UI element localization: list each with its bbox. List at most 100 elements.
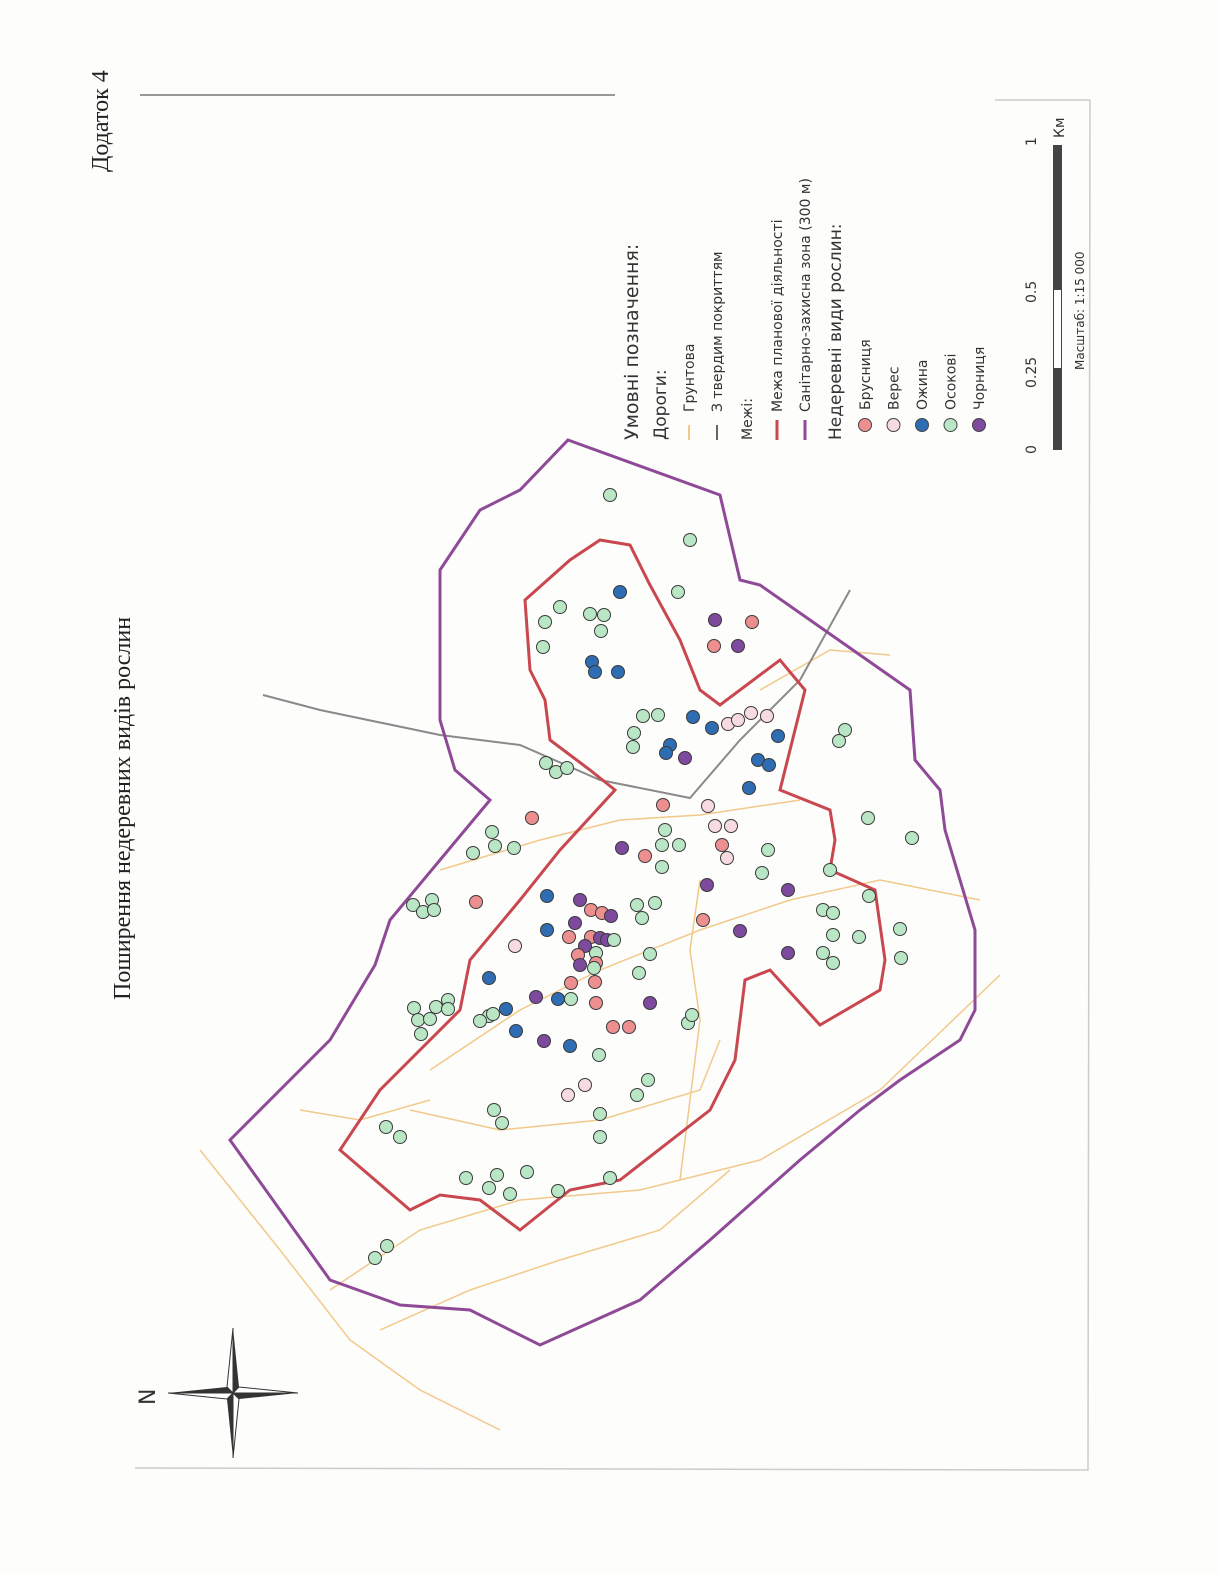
legend-species-marker	[886, 418, 901, 432]
legend-bound-activity: Межа планової діяльності	[770, 219, 786, 412]
plant-point	[733, 924, 747, 938]
plant-point	[632, 966, 646, 980]
plant-point	[588, 975, 602, 989]
map-frame	[134, 99, 1091, 1471]
plant-point	[508, 939, 522, 953]
plant-point	[564, 992, 578, 1006]
plant-point	[696, 913, 710, 927]
plant-point	[503, 1187, 517, 1201]
plant-point	[538, 615, 552, 629]
plant-point	[578, 1078, 592, 1092]
plant-point	[603, 1171, 617, 1185]
plant-point	[611, 665, 625, 679]
plant-point	[487, 1103, 501, 1117]
plant-point	[771, 729, 785, 743]
plant-point	[708, 613, 722, 627]
plant-point	[441, 1002, 455, 1016]
plant-point	[826, 956, 840, 970]
plant-point	[551, 1184, 565, 1198]
plant-point	[593, 1130, 607, 1144]
plant-point	[380, 1239, 394, 1253]
plant-point	[742, 781, 756, 795]
plant-point	[636, 709, 650, 723]
plant-point	[573, 958, 587, 972]
plant-point	[852, 930, 866, 944]
plant-point	[781, 883, 795, 897]
plant-point	[393, 1130, 407, 1144]
plant-point	[509, 1024, 523, 1038]
legend-species-label: Верес	[887, 367, 903, 410]
plant-point	[490, 1168, 504, 1182]
plant-point	[641, 1073, 655, 1087]
dirt-road	[679, 879, 701, 1181]
plant-point	[529, 990, 543, 1004]
plant-point	[731, 713, 745, 727]
plant-point	[762, 758, 776, 772]
legend-species-label: Ожина	[915, 360, 931, 410]
dirt-road	[379, 1169, 731, 1331]
plant-point	[488, 839, 502, 853]
plant-point	[715, 838, 729, 852]
plant-point	[539, 756, 553, 770]
legend-roads-heading: Дороги:	[651, 369, 671, 440]
plant-point	[482, 1181, 496, 1195]
plant-point	[744, 706, 758, 720]
plant-point	[540, 923, 554, 937]
scale-tick-025: 0.25	[1024, 357, 1040, 388]
plant-point	[816, 946, 830, 960]
plant-point	[761, 843, 775, 857]
plant-point	[708, 819, 722, 833]
dirt-roads	[199, 649, 1001, 1431]
plant-point	[568, 916, 582, 930]
plant-point	[678, 751, 692, 765]
plant-point	[594, 624, 608, 638]
north-arrow-icon	[167, 1327, 299, 1459]
plant-point	[459, 1171, 473, 1185]
plant-point	[561, 1088, 575, 1102]
plant-point	[648, 896, 662, 910]
plant-point	[745, 615, 759, 629]
plant-point	[731, 639, 745, 653]
plant-point	[573, 893, 587, 907]
plant-point	[583, 607, 597, 621]
map-title: Поширення недеревних видів рослин	[110, 617, 136, 1000]
plant-point	[482, 971, 496, 985]
legend-species-heading: Недеревні види рослин:	[826, 223, 846, 440]
legend-road-dirt: Грунтова	[682, 344, 698, 412]
plant-point	[407, 1001, 421, 1015]
plant-point	[630, 898, 644, 912]
plant-point	[588, 665, 602, 679]
plant-point	[615, 841, 629, 855]
plant-point	[630, 1088, 644, 1102]
plant-point	[638, 849, 652, 863]
plant-point	[466, 846, 480, 860]
legend-species-label: Брусниця	[858, 339, 874, 410]
plant-point	[622, 1020, 636, 1034]
dirt-road	[329, 974, 1001, 1291]
plant-point	[720, 851, 734, 865]
plant-point	[607, 933, 621, 947]
plant-point	[826, 906, 840, 920]
plant-point	[495, 1116, 509, 1130]
plant-point	[655, 838, 669, 852]
sanitary-zone-boundary	[228, 438, 977, 1347]
plant-point	[861, 811, 875, 825]
plant-point	[560, 761, 574, 775]
plant-point	[832, 734, 846, 748]
scale-ratio: Масштаб: 1:15 000	[1073, 251, 1087, 370]
plant-point	[724, 819, 738, 833]
plant-point	[563, 1039, 577, 1053]
scale-tick-1: 1	[1024, 137, 1040, 146]
plant-point	[486, 1007, 500, 1021]
plant-point	[368, 1251, 382, 1265]
plant-point	[414, 1027, 428, 1041]
plant-point	[893, 922, 907, 936]
plant-points	[368, 488, 919, 1265]
plant-point	[781, 946, 795, 960]
legend-heading: Умовні позначення:	[621, 244, 643, 440]
plant-point	[551, 992, 565, 1006]
plant-point	[592, 1048, 606, 1062]
plant-point	[540, 889, 554, 903]
